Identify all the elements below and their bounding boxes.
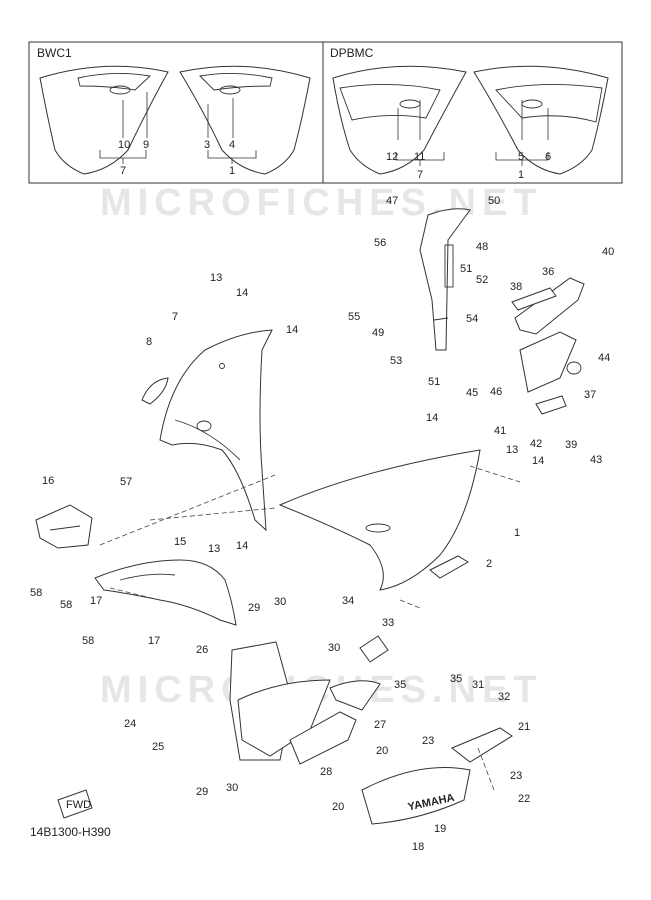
callout-23: 23 [510, 770, 522, 782]
callout: 4 [229, 139, 235, 151]
callout-48: 48 [476, 241, 488, 253]
callout: 9 [143, 139, 149, 151]
variant-bwc1: BWC1 10 9 7 3 4 1 [37, 46, 311, 177]
variant-title: BWC1 [37, 46, 72, 60]
callout-33: 33 [382, 617, 394, 629]
callout-8: 8 [146, 336, 152, 348]
callout-37: 37 [584, 389, 596, 401]
callout-17: 17 [90, 595, 102, 607]
callout-13: 13 [506, 444, 518, 456]
callout-35: 35 [394, 679, 406, 691]
callout-7: 7 [172, 311, 178, 323]
svg-text:FWD: FWD [66, 799, 91, 811]
callout: 12 [386, 151, 398, 163]
callout-23: 23 [422, 735, 434, 747]
callout-24: 24 [124, 718, 136, 730]
callout: 5 [518, 151, 524, 163]
callout-19: 19 [434, 823, 446, 835]
callout-34: 34 [342, 595, 354, 607]
callout-21: 21 [518, 721, 530, 733]
callout: 1 [229, 165, 235, 177]
callout-29: 29 [248, 602, 260, 614]
callout-14: 14 [236, 540, 248, 552]
diagram-code: 14B1300-H390 [30, 825, 111, 839]
callout-17: 17 [148, 635, 160, 647]
callout-50: 50 [488, 195, 500, 207]
callout: 11 [414, 151, 425, 163]
callout-53: 53 [390, 355, 402, 367]
callout-20: 20 [332, 801, 344, 813]
callout-22: 22 [518, 793, 530, 805]
callout-14: 14 [426, 412, 438, 424]
callout: 10 [118, 139, 130, 151]
callout-27: 27 [374, 719, 386, 731]
callout-51: 51 [460, 263, 472, 275]
callout-54: 54 [466, 313, 478, 325]
callout-2: 2 [486, 558, 492, 570]
callout: 6 [545, 151, 551, 163]
callout-39: 39 [565, 439, 577, 451]
callout-14: 14 [286, 324, 298, 336]
callout-42: 42 [530, 438, 542, 450]
callout-55: 55 [348, 311, 360, 323]
callout-15: 15 [174, 536, 186, 548]
callout-18: 18 [412, 841, 424, 853]
callout: 7 [120, 165, 126, 177]
callout-16: 16 [42, 475, 54, 487]
callout-36: 36 [542, 266, 554, 278]
callout-14: 14 [236, 287, 248, 299]
exploded-view [35, 208, 585, 825]
callout-57: 57 [120, 476, 132, 488]
callout-1: 1 [514, 527, 520, 539]
callout-30: 30 [274, 596, 286, 608]
callout-46: 46 [490, 386, 502, 398]
callout-58: 58 [30, 587, 42, 599]
callout-52: 52 [476, 274, 488, 286]
callout-20: 20 [376, 745, 388, 757]
callout-13: 13 [208, 543, 220, 555]
callout-30: 30 [226, 782, 238, 794]
callout-58: 58 [60, 599, 72, 611]
callout-31: 31 [472, 679, 484, 691]
callout-58: 58 [82, 635, 94, 647]
callout-44: 44 [598, 352, 610, 364]
callout-51: 51 [428, 376, 440, 388]
callout-47: 47 [386, 195, 398, 207]
callout-32: 32 [498, 691, 510, 703]
callout-40: 40 [602, 246, 614, 258]
variant-box [28, 41, 623, 184]
callout: 1 [518, 169, 524, 181]
variant-title: DPBMC [330, 46, 374, 60]
callout-13: 13 [210, 272, 222, 284]
callout-26: 26 [196, 644, 208, 656]
callout: 3 [204, 139, 210, 151]
callout-25: 25 [152, 741, 164, 753]
callout-56: 56 [374, 237, 386, 249]
callout-29: 29 [196, 786, 208, 798]
callout: 7 [417, 169, 423, 181]
callout-45: 45 [466, 387, 478, 399]
variant-dpbmc: DPBMC 12 11 7 5 6 1 [330, 46, 609, 181]
callout-28: 28 [320, 766, 332, 778]
callout-14: 14 [532, 455, 544, 467]
callout-35: 35 [450, 673, 462, 685]
callout-49: 49 [372, 327, 384, 339]
watermark-top: MICROFICHES.NET [100, 182, 543, 224]
callout-30: 30 [328, 642, 340, 654]
callout-43: 43 [590, 454, 602, 466]
fwd-badge: FWD [57, 789, 93, 819]
assembly-lines [99, 465, 521, 791]
callout-41: 41 [494, 425, 506, 437]
callout-38: 38 [510, 281, 522, 293]
